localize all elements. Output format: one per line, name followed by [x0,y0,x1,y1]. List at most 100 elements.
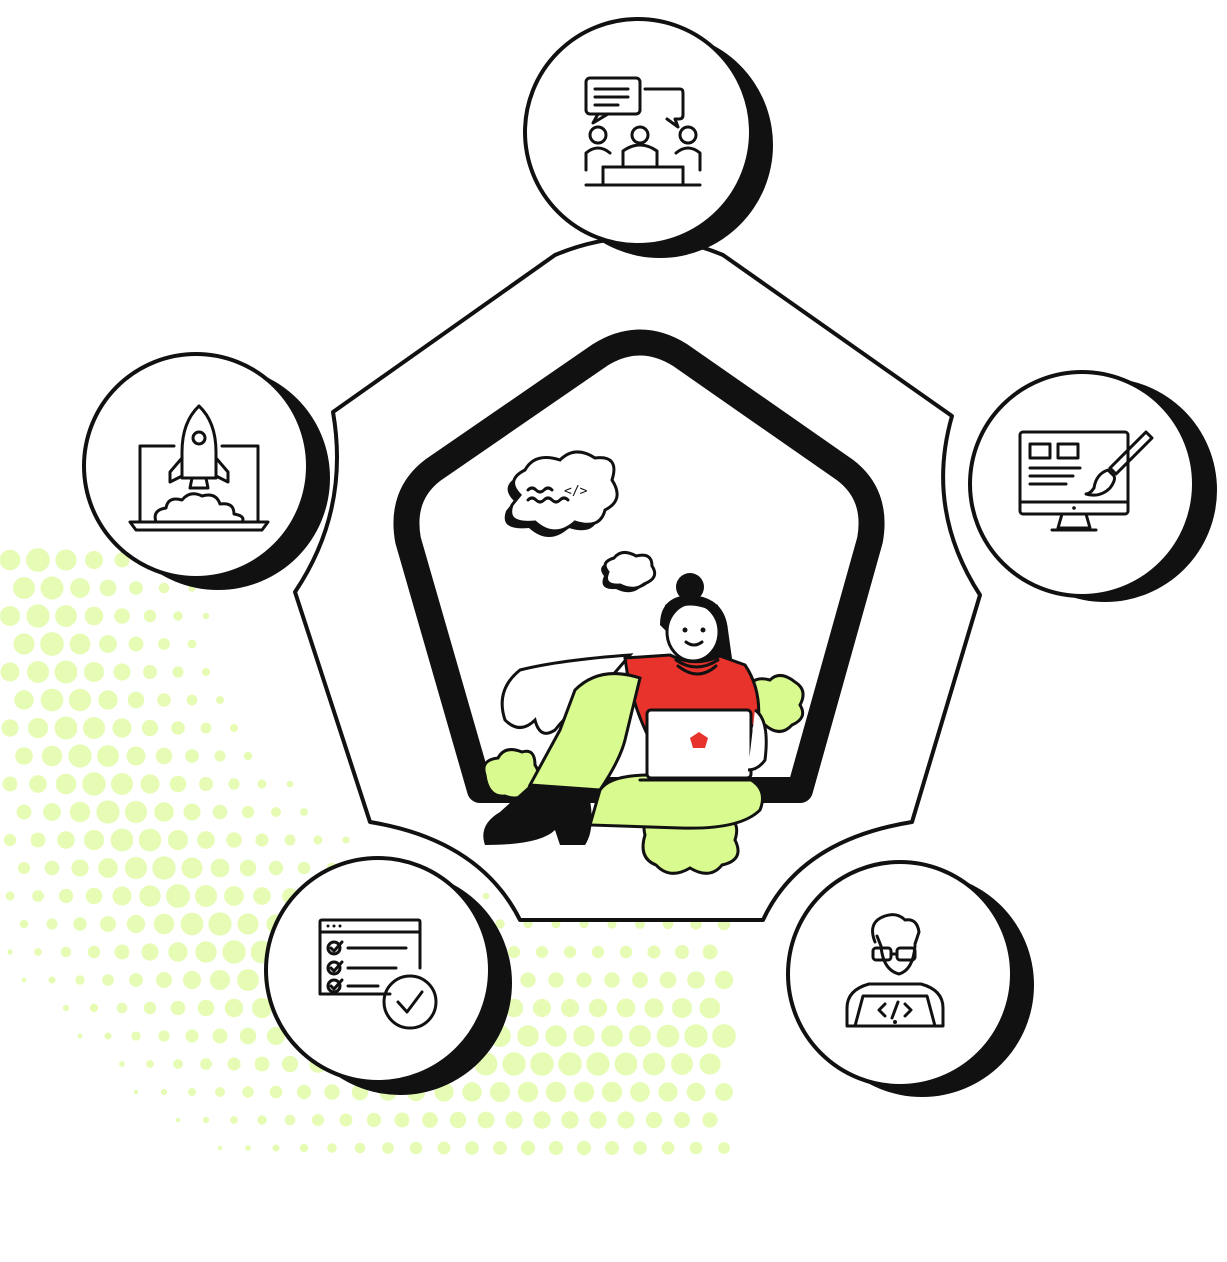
halftone-dot [55,605,77,627]
halftone-dot [83,829,105,851]
halftone-dot [659,971,677,989]
halftone-dot [84,606,104,626]
face [665,601,721,663]
halftone-dot [502,1052,526,1076]
halftone-dot [146,1060,154,1068]
halftone-dot [675,945,689,959]
halftone-dot [14,690,34,710]
halftone-dot [313,835,323,845]
halftone-dot [46,918,58,930]
halftone-dot [297,861,311,875]
halftone-dot [69,801,91,823]
halftone-dot [13,633,35,655]
halftone-dot [185,749,199,763]
halftone-dot [266,1026,286,1046]
halftone-dot [58,888,74,904]
halftone-dot [168,942,188,962]
halftone-dot [102,974,114,986]
halftone-dot [0,662,20,682]
halftone-dot [671,1053,693,1075]
halftone-dot [300,808,308,816]
halftone-dot [68,744,92,768]
halftone-dot [339,1113,353,1127]
halftone-dot [82,772,106,796]
web-design-icon [1018,430,1154,532]
halftone-dot [73,917,87,931]
halftone-dot [545,1081,567,1103]
halftone-dot [605,1141,619,1155]
halftone-dot [141,943,159,961]
halftone-dot [560,998,580,1018]
halftone-dot [520,972,536,988]
halftone-dot [110,828,134,852]
thought-bubble-small [601,551,657,593]
halftone-dot [632,972,648,988]
halftone-dot [214,750,226,762]
halftone-dot [124,800,148,824]
halftone-dot [217,1145,223,1151]
halftone-dot [228,778,240,790]
halftone-dot [171,721,185,735]
halftone-dot [642,1052,666,1076]
halftone-dot [251,997,273,1019]
halftone-dot [83,717,105,739]
halftone-dot [684,1024,708,1048]
halftone-dot [241,805,255,819]
halftone-dot [299,1143,309,1153]
halftone-dot [185,1029,199,1043]
halftone-dot [495,919,505,929]
halftone-dot [104,1032,112,1040]
halftone-dot [60,946,72,958]
halftone-dot [40,688,64,712]
halftone-dot [27,661,49,683]
product-launch-icon [128,404,270,532]
halftone-dot [366,1112,382,1128]
halftone-dot [127,691,145,709]
halftone-dot [629,1025,651,1047]
halftone-dot [13,577,35,599]
halftone-dot [183,803,201,821]
halftone-dot [199,777,213,791]
halftone-dot [186,694,198,706]
halftone-dot [208,912,232,936]
halftone-dot [114,944,130,960]
halftone-dot [532,998,552,1018]
halftone-dot [284,1114,296,1126]
halftone-dot [202,1116,210,1124]
halftone-dot [226,832,242,848]
halftone-dot [158,582,170,594]
halftone-dot [718,1142,730,1154]
halftone-dot [212,804,228,820]
halftone-dot [15,747,33,765]
halftone-dot [689,1141,703,1155]
halftone-dot [271,807,281,817]
halftone-dot [180,912,204,936]
halftone-dot [119,1061,125,1067]
halftone-dot [0,606,20,626]
halftone-dot [16,804,32,820]
node-circles [82,17,1217,1097]
halftone-dot [138,828,162,852]
halftone-dot [112,886,132,906]
halftone-dot [588,998,608,1018]
halftone-dot [202,612,210,620]
halftone-dot [530,1052,554,1076]
halftone-dot [564,946,576,958]
halftone-dot [536,946,548,958]
halftone-dot [227,1057,241,1071]
halftone-dot [601,1025,623,1047]
halftone-dot [573,1025,595,1047]
halftone-dot [286,780,294,788]
halftone-dot [200,722,212,734]
halftone-dot [230,724,238,732]
halftone-dot [312,1114,324,1126]
halftone-dot [201,667,211,677]
halftone-dot [517,1025,539,1047]
halftone-dot [32,890,44,902]
halftone-dot [143,665,157,679]
halftone-dot [197,831,215,849]
halftone-dot [152,856,176,880]
halftone-dot [77,1033,83,1039]
node-bottom-right [786,860,1034,1097]
halftone-dot [173,1059,183,1069]
